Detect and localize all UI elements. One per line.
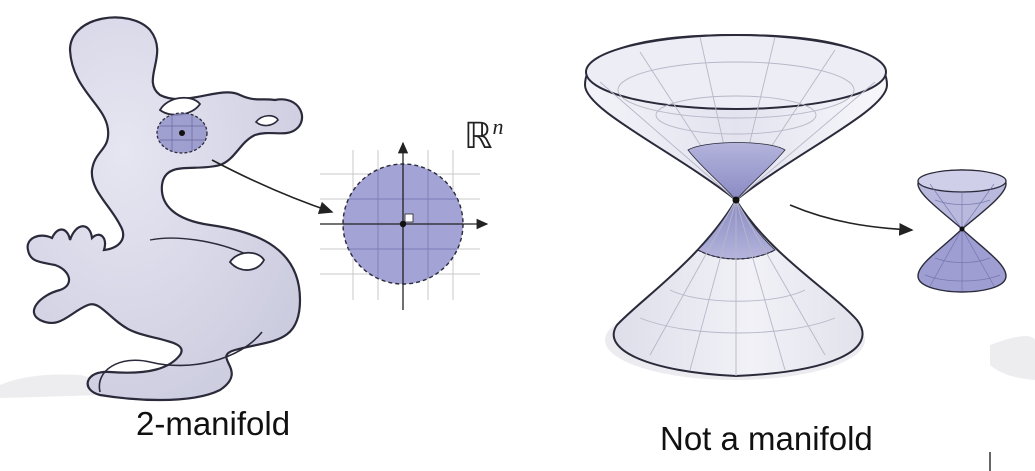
blob-hole: [228, 251, 266, 271]
blob-surface: [26, 16, 304, 402]
cone-apex-point: [732, 196, 740, 204]
lower-neighborhood: [697, 199, 776, 260]
patch-point: [179, 130, 185, 136]
blob-inner-fold: [149, 237, 249, 256]
patch-grid: [160, 115, 205, 151]
blob-inner-fold: [98, 331, 263, 393]
small-apex-point: [959, 226, 965, 232]
double-cone: [583, 33, 889, 380]
upper-neighborhood: [687, 142, 786, 201]
mapping-arrow-right: [789, 204, 914, 236]
caption-2-manifold: 2-manifold: [136, 405, 291, 442]
mapping-arrow-left: [211, 159, 334, 215]
blob-hole: [158, 96, 202, 116]
upper-cone-rim: [585, 34, 887, 110]
origin-square: [404, 213, 414, 223]
small-double-cone: [917, 169, 1007, 293]
caption-not-a-manifold: Not a manifold: [660, 420, 873, 457]
background-smudge: [990, 336, 1035, 380]
small-upper-rim: [917, 169, 1007, 193]
blob-hole: [254, 114, 279, 127]
euclidean-disc: [320, 141, 489, 310]
lower-cone-grid: [639, 199, 836, 376]
origin-point: [399, 220, 407, 228]
rn-label: ℝn: [464, 114, 504, 156]
blob-outline: [26, 16, 304, 402]
